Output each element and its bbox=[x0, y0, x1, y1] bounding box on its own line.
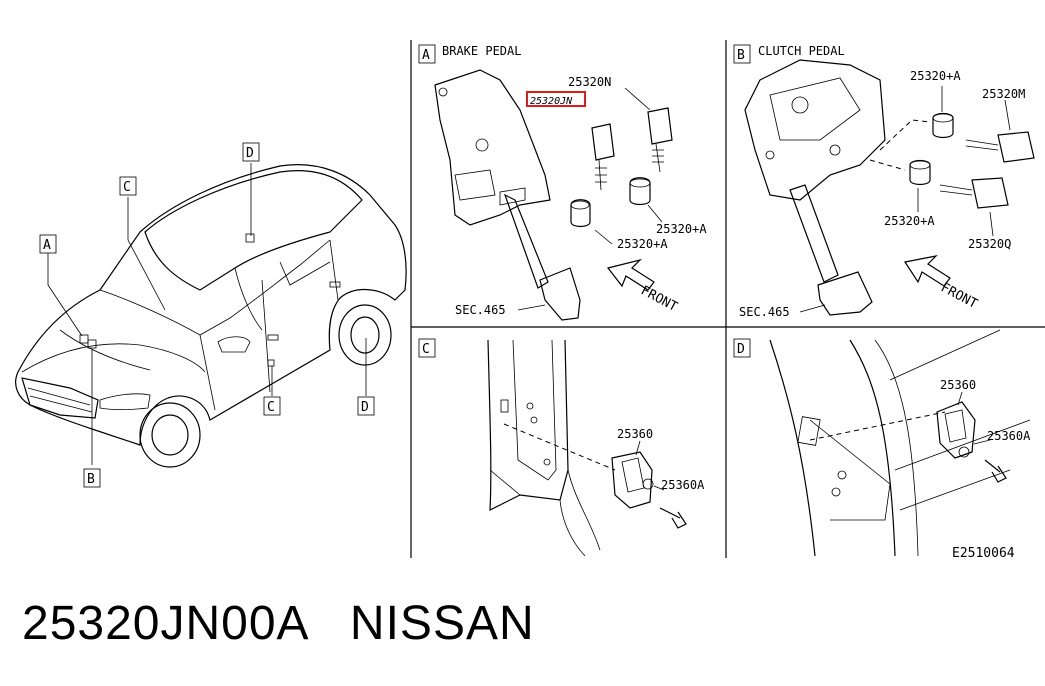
panel-a-callout: A bbox=[422, 48, 430, 63]
panel-d-door-switch: D 25360 25360A bbox=[733, 329, 1031, 557]
svg-text:C: C bbox=[123, 180, 131, 195]
highlighted-part-box bbox=[526, 91, 586, 107]
label-25320m: 25320M bbox=[982, 87, 1025, 101]
label-25320a-b-upper: 25320+A bbox=[910, 69, 961, 83]
panel-b-clutch-pedal: B CLUTCH PEDAL 25320+A 25320M 25320+A 2 bbox=[733, 44, 1035, 319]
label-sec465-a: SEC.465 bbox=[455, 303, 506, 317]
vehicle-callout-b: B bbox=[83, 468, 101, 488]
panel-b-callout: B bbox=[737, 48, 745, 63]
panel-a-brake-pedal: A BRAKE PEDAL 25320JN 25320N 25320+A bbox=[418, 44, 707, 321]
svg-text:D: D bbox=[246, 146, 254, 161]
front-arrow-icon bbox=[606, 258, 655, 291]
vehicle-callout-c-top: C bbox=[119, 176, 137, 196]
label-25360-c: 25360 bbox=[617, 427, 653, 441]
label-25320n: 25320N bbox=[568, 75, 611, 89]
svg-text:D: D bbox=[361, 400, 369, 415]
panel-c-door-switch: C 25360 25360A bbox=[418, 338, 705, 557]
svg-text:B: B bbox=[87, 472, 95, 487]
vehicle-callout-d-bottom: D bbox=[357, 396, 375, 416]
front-label-b: FRONT bbox=[938, 280, 980, 312]
part-number: 25320JN00A bbox=[22, 597, 307, 650]
vehicle-callout-d-top: D bbox=[242, 142, 260, 162]
label-25360a-d: 25360A bbox=[987, 429, 1031, 443]
label-25320a-b-lower: 25320+A bbox=[884, 214, 935, 228]
svg-text:C: C bbox=[267, 400, 275, 415]
label-25320q: 25320Q bbox=[968, 237, 1011, 251]
label-25320a-upper: 25320+A bbox=[656, 222, 707, 236]
front-arrow-icon bbox=[904, 255, 951, 287]
front-label-a: FRONT bbox=[638, 283, 680, 315]
panel-d-callout: D bbox=[737, 342, 745, 357]
label-25320a-lower: 25320+A bbox=[617, 237, 668, 251]
figure-code: E2510064 bbox=[952, 546, 1015, 561]
vehicle-illustration bbox=[15, 163, 407, 468]
label-25360-d: 25360 bbox=[940, 378, 976, 392]
highlighted-part-label: 25320JN bbox=[530, 96, 573, 107]
vehicle-callout-c-bottom: C bbox=[263, 396, 281, 416]
panel-b-title: CLUTCH PEDAL bbox=[758, 44, 845, 58]
label-sec465-b: SEC.465 bbox=[739, 305, 790, 319]
vehicle-callout-a: A bbox=[39, 234, 57, 254]
part-number-caption: 25320JN00A NISSAN bbox=[22, 600, 535, 648]
brand-name: NISSAN bbox=[349, 597, 535, 650]
panel-grid bbox=[410, 40, 1045, 558]
label-25360a-c: 25360A bbox=[661, 478, 705, 492]
panel-a-title: BRAKE PEDAL bbox=[442, 44, 521, 58]
panel-c-callout: C bbox=[422, 342, 430, 357]
svg-text:A: A bbox=[43, 238, 51, 253]
